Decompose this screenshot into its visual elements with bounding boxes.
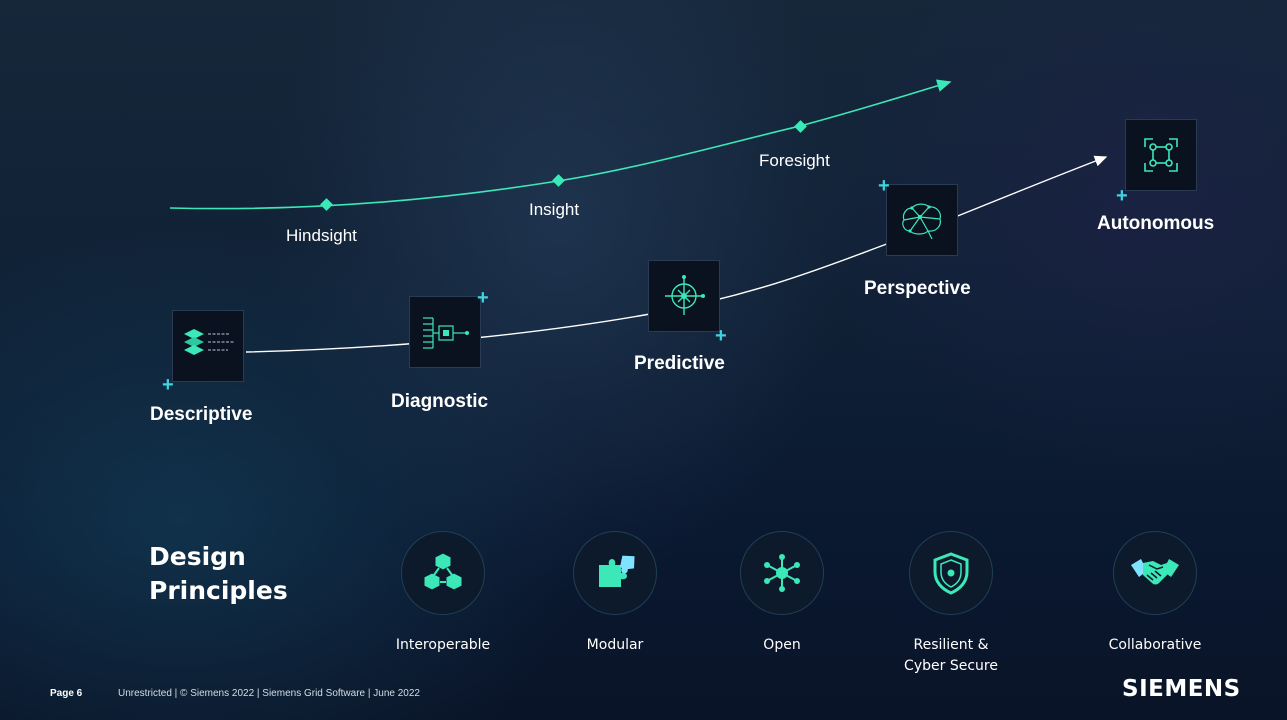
diagnostic-plus-icon: + [477,287,489,309]
network-hub-icon [740,531,824,615]
footer-text: Unrestricted | © Siemens 2022 | Siemens … [118,688,420,699]
principle-open: Open [717,531,847,656]
perspective-icon-box [886,184,958,256]
stage-predictive: Predictive [634,353,725,374]
principle-interoperable: Interoperable [378,531,508,656]
puzzle-icon [573,531,657,615]
autonomous-plus-icon: + [1116,185,1128,207]
principle-modular: Modular [550,531,680,656]
predictive-icon-box [648,260,720,332]
descriptive-plus-icon: + [162,374,174,396]
principle-collaborative-label: Collaborative [1108,637,1202,653]
target-crosshair-icon [665,275,705,315]
page-number: Page 6 [50,688,83,699]
perspective-plus-icon: + [878,175,890,197]
design-principles-title-line1: Design [149,542,246,571]
principle-collaborative: Collaborative [1090,531,1220,656]
stage-diagnostic: Diagnostic [391,391,489,412]
chip-circuit-icon [423,317,469,349]
siemens-logo: SIEMENS [1122,676,1241,702]
insight-marker [552,174,565,187]
handshake-icon [1113,531,1197,615]
principle-modular-label: Modular [586,637,644,653]
hindsight-marker [320,198,333,211]
autonomous-nodes-icon [1144,138,1178,172]
predictive-plus-icon: + [715,325,727,347]
diagnostic-icon-box [409,296,481,368]
design-principles-title: Design Principles [149,540,288,608]
stage-perspective: Perspective [864,278,971,299]
principle-open-label: Open [763,637,801,653]
principle-resilient: Resilient & Cyber Secure [886,531,1016,677]
stacked-layers-icon [184,329,234,355]
shield-icon [909,531,993,615]
stage-autonomous: Autonomous [1097,213,1215,234]
autonomous-icon-box [1125,119,1197,191]
phase-foresight: Foresight [759,151,830,170]
foresight-marker [794,120,807,133]
principle-resilient-label: Resilient & Cyber Secure [904,637,998,674]
phase-hindsight: Hindsight [286,226,357,245]
phase-insight: Insight [529,200,580,219]
stage-descriptive: Descriptive [150,404,253,425]
interoperable-cubes-icon [401,531,485,615]
descriptive-icon-box [172,310,244,382]
sight-curve [169,79,952,210]
principle-interoperable-label: Interoperable [395,637,491,653]
brain-network-icon [902,203,941,240]
design-principles-title-line2: Principles [149,576,288,605]
